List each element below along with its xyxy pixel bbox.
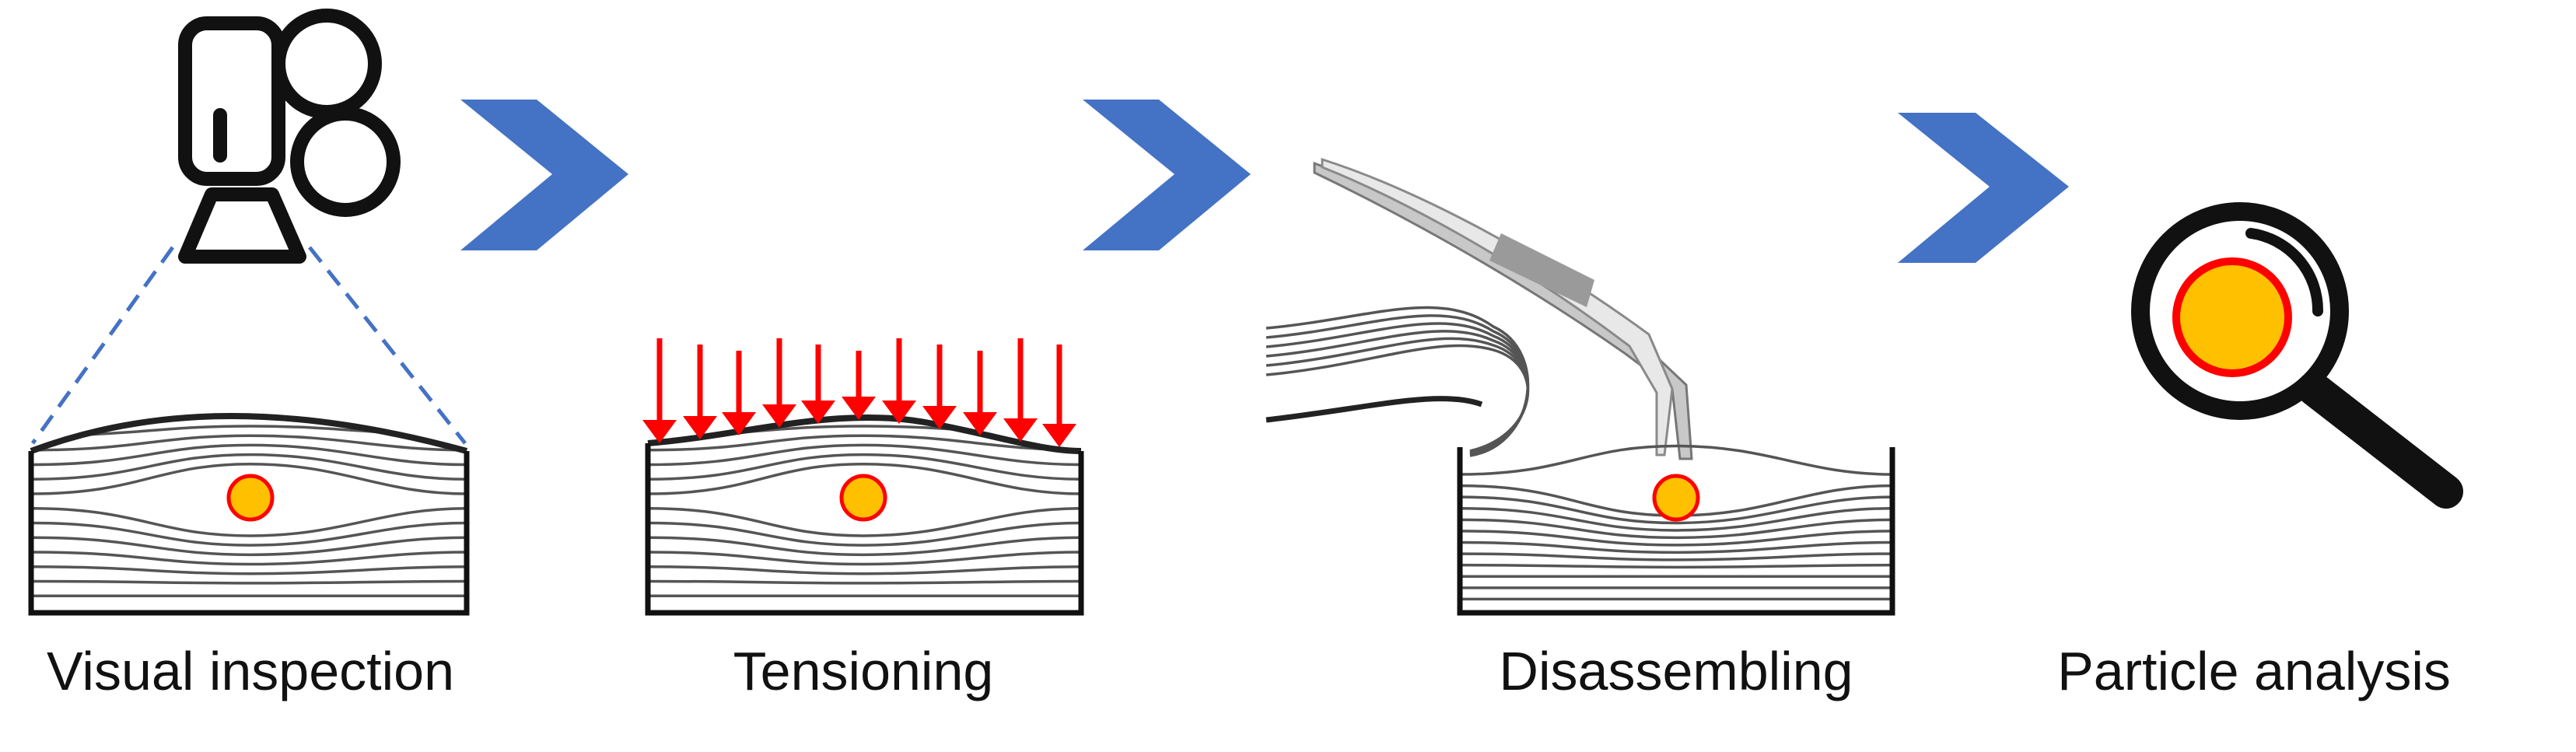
process-arrow-2 <box>1083 100 1251 250</box>
force-arrow <box>922 345 957 429</box>
layer-line <box>648 565 1081 575</box>
layer-line <box>648 536 1081 557</box>
force-arrow <box>683 345 717 439</box>
force-arrow <box>963 351 997 435</box>
force-arrow <box>1042 345 1076 447</box>
step-label-disassembling: Disassembling <box>1499 641 1853 701</box>
peeled-layer-line <box>1265 337 1530 453</box>
layer-line <box>1460 518 1893 540</box>
magnifier-icon <box>2131 202 2463 509</box>
layer-line <box>31 551 467 566</box>
layer-line <box>31 434 467 452</box>
layer-stack-tensioning <box>645 414 1084 616</box>
process-arrow-3 <box>1898 113 2069 263</box>
step-label-tensioning: Tensioning <box>733 641 994 701</box>
layer-line <box>31 443 467 467</box>
layer-line <box>648 507 1081 537</box>
layer-line <box>31 565 467 575</box>
force-arrow <box>801 345 835 424</box>
particle <box>1652 474 1700 522</box>
camera-view-lines <box>30 246 467 445</box>
process-arrow-1 <box>460 100 628 250</box>
peeled-layer-edge <box>1265 396 1483 423</box>
layer-line <box>1460 495 1893 525</box>
layer-line <box>1460 563 1893 569</box>
layer-line <box>31 453 467 481</box>
force-arrow <box>882 338 916 424</box>
step-label-visual-inspection: Visual inspection <box>46 641 455 701</box>
layer-line <box>648 579 1081 585</box>
step-label-particle-analysis: Particle analysis <box>2057 641 2451 701</box>
layer-line <box>648 551 1081 566</box>
layer-line <box>648 434 1081 452</box>
camera-icon <box>178 9 401 264</box>
force-arrow <box>762 338 796 428</box>
pressure-arrows-icon <box>642 338 1076 447</box>
force-arrow <box>842 351 876 420</box>
layer-line <box>1460 444 1893 476</box>
layer-line <box>648 453 1081 481</box>
layer-stack-disassembling <box>1457 444 1895 616</box>
layer-line <box>648 521 1081 547</box>
layer-line <box>1460 507 1893 532</box>
layer-line <box>31 536 467 557</box>
layer-line <box>1460 530 1893 547</box>
layer-line <box>648 462 1081 495</box>
layer-line <box>648 443 1081 467</box>
layer-line <box>1460 552 1893 561</box>
layer-stack-visual-inspection <box>28 413 470 616</box>
layer-line <box>31 521 467 547</box>
tweezers-icon <box>1313 157 1693 460</box>
layer-line <box>1460 540 1893 554</box>
force-arrow <box>722 351 756 435</box>
layer-line <box>31 579 467 585</box>
particle <box>839 474 887 522</box>
force-arrow <box>642 338 677 443</box>
force-arrow <box>1003 338 1038 442</box>
particle <box>226 474 275 522</box>
layer-line <box>31 462 467 495</box>
layer-line <box>31 507 467 537</box>
peeled-layers <box>1265 306 1530 457</box>
peeled-layer-line <box>1265 306 1530 457</box>
